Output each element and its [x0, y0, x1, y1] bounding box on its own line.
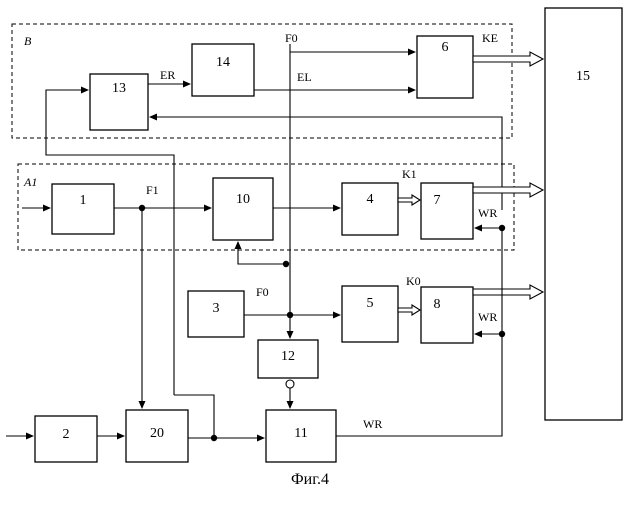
- wire-f0-to-10: [238, 242, 286, 264]
- block-13-label: 13: [112, 81, 126, 96]
- block-11-label: 11: [294, 426, 307, 441]
- group-b-label: B: [24, 34, 32, 48]
- bus-8-to-15: [473, 285, 543, 299]
- signal-wr-11: WR: [363, 417, 382, 431]
- block-14: [192, 44, 254, 96]
- junction-20-out: [211, 435, 217, 441]
- block-6-label: 6: [442, 40, 449, 55]
- bus-6-to-15: [473, 52, 543, 66]
- block-5-label: 5: [367, 296, 374, 311]
- bus-7-to-15: [473, 183, 543, 197]
- bus-4-to-7: [398, 195, 420, 205]
- signal-f1: F1: [146, 183, 159, 197]
- signal-ke: KE: [482, 31, 498, 45]
- block-4: [342, 183, 398, 235]
- signal-f0-top: F0: [285, 31, 298, 45]
- block-8-label: 8: [434, 297, 441, 312]
- signal-wr-7: WR: [478, 206, 497, 220]
- junction-f1: [139, 205, 145, 211]
- block-5: [342, 286, 398, 342]
- inverter-bubble: [286, 380, 294, 388]
- signal-er: ER: [160, 68, 175, 82]
- group-a1-label: A1: [23, 175, 37, 189]
- figure-caption: Фиг.4: [291, 471, 329, 488]
- wire-to-13-input: [46, 90, 174, 395]
- block-14-label: 14: [216, 55, 230, 70]
- block-12-label: 12: [281, 349, 295, 364]
- junction-f0-3: [287, 312, 293, 318]
- block-10: [213, 178, 273, 240]
- block-2-label: 2: [63, 427, 70, 442]
- signal-el: EL: [297, 70, 312, 84]
- block-1-label: 1: [80, 193, 87, 208]
- block-10-label: 10: [236, 192, 250, 207]
- block-3-label: 3: [213, 301, 220, 316]
- signal-f0-low: F0: [256, 285, 269, 299]
- block-7-label: 7: [434, 193, 441, 208]
- junction-wr-8: [499, 331, 505, 337]
- signal-wr-8: WR: [478, 310, 497, 324]
- block-7: [421, 183, 473, 239]
- block-8: [421, 287, 473, 343]
- junction-wr-7: [499, 225, 505, 231]
- junction-f0-10: [283, 261, 289, 267]
- signal-k0: K0: [406, 274, 421, 288]
- block-15-label: 15: [576, 69, 590, 84]
- bus-5-to-8: [398, 305, 420, 315]
- block-1: [52, 184, 114, 234]
- block-20-label: 20: [150, 426, 164, 441]
- signal-k1: K1: [402, 167, 417, 181]
- block-4-label: 4: [367, 192, 374, 207]
